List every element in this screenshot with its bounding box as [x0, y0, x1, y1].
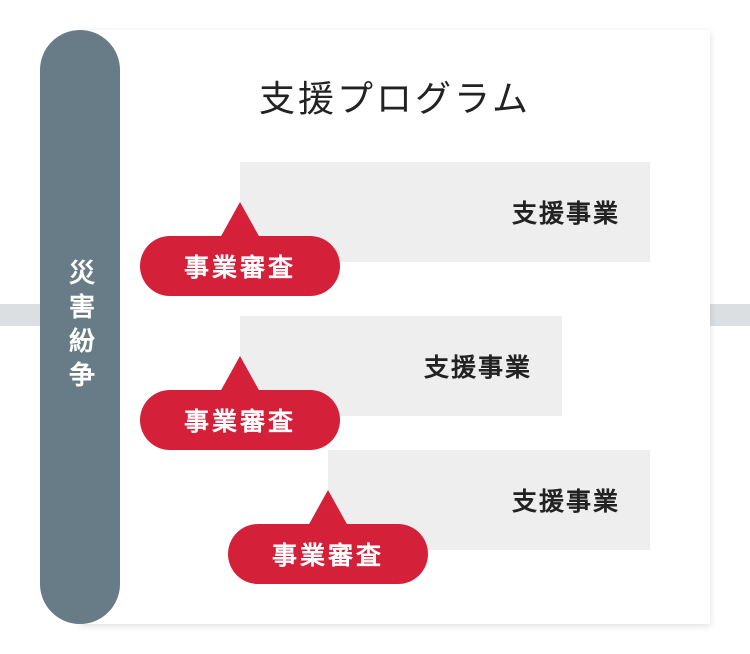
review-bubble-2: 事業審査 — [140, 356, 340, 450]
card-title: 支援プログラム — [259, 79, 531, 120]
connector-band-left — [0, 304, 44, 326]
category-pillar: 災害紛争 — [40, 30, 120, 624]
program-label-1: 支援事業 — [511, 199, 620, 228]
connector-band-right — [708, 304, 750, 326]
pillar-label: 災害紛争 — [64, 259, 95, 395]
program-label-3: 支援事業 — [511, 487, 620, 516]
review-label-3: 事業審査 — [271, 541, 384, 570]
review-bubble-1: 事業審査 — [140, 202, 340, 296]
program-label-2: 支援事業 — [423, 353, 532, 382]
review-bubble-3: 事業審査 — [228, 490, 428, 584]
review-label-1: 事業審査 — [183, 253, 296, 282]
review-label-2: 事業審査 — [183, 407, 296, 436]
